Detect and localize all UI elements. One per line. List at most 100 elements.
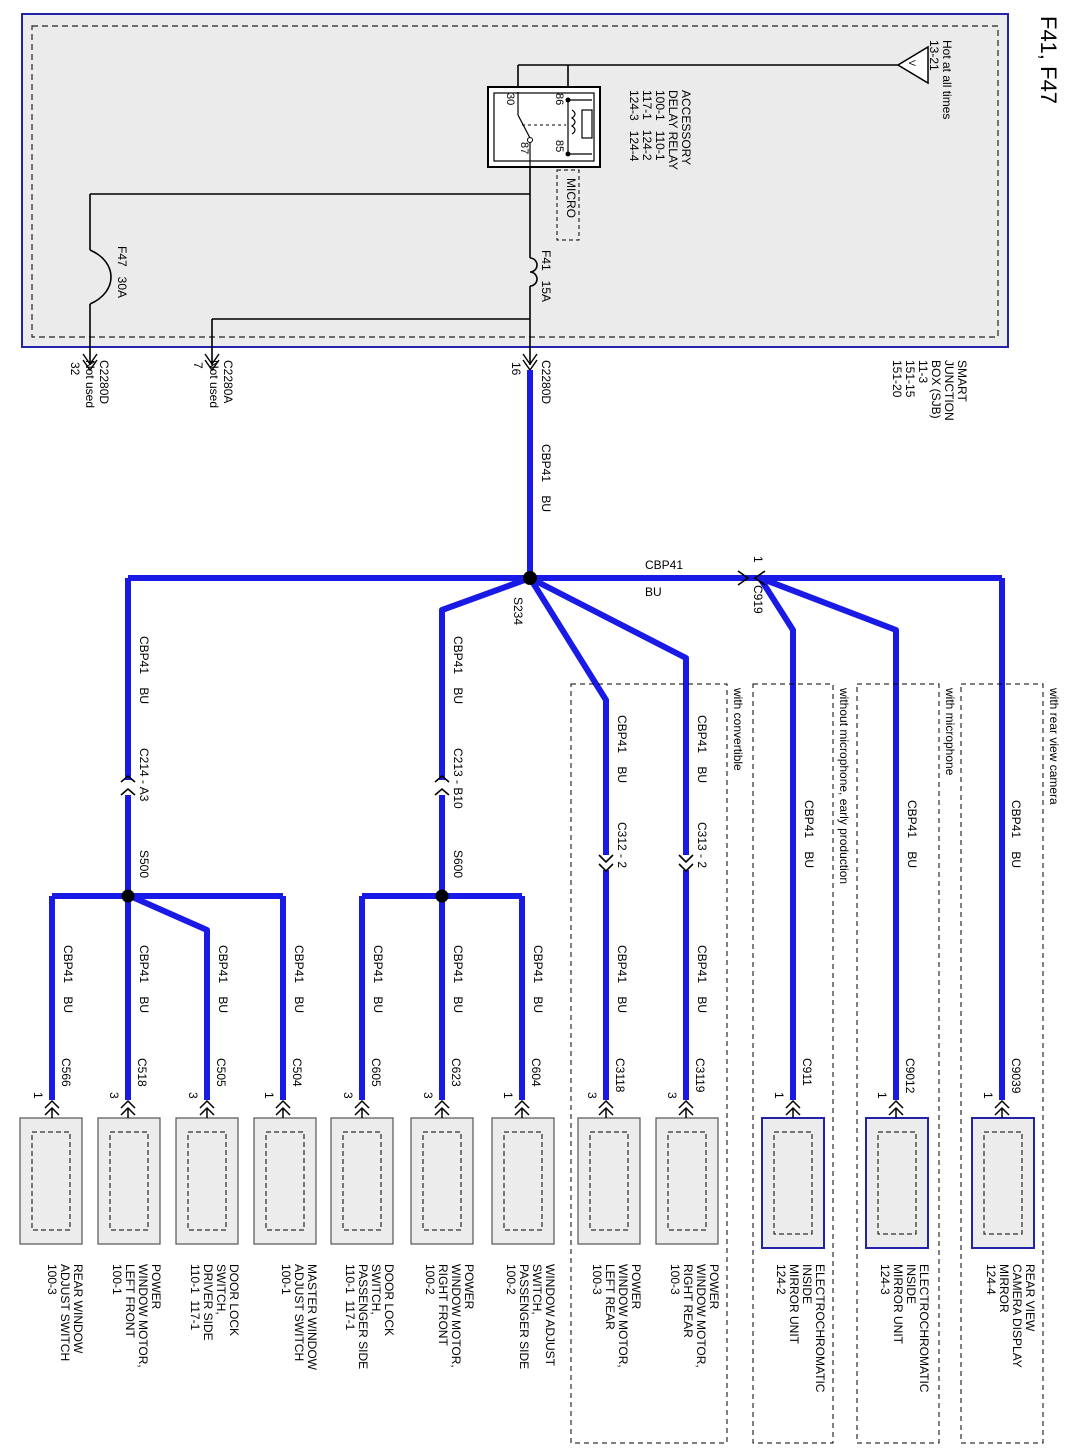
connector-name-c3119: C3119: [693, 1058, 707, 1093]
splice-s600-label: S600: [451, 850, 465, 879]
sjb-inner-dashed: [31, 25, 999, 338]
connector-arrow: [678, 1099, 694, 1109]
component-inner-outline: [265, 1131, 305, 1231]
component-inner-outline: [503, 1131, 543, 1231]
c919-name: C919: [751, 585, 765, 614]
connector-arrow: [434, 1099, 450, 1109]
component-c3119: [655, 1099, 719, 1245]
wire-label: CBP41 BU: [531, 945, 545, 1014]
connector-pin-c505: 3: [186, 1092, 200, 1099]
sjb-internal-wiring: [89, 64, 898, 365]
c919-wire-color: BU: [645, 585, 662, 599]
component-box: [761, 1117, 825, 1249]
component-box: [253, 1117, 317, 1245]
connector-pin-c504: 1: [262, 1092, 276, 1099]
component-inner-outline: [187, 1131, 227, 1231]
component-box: [971, 1117, 1035, 1249]
connector-arrow: [514, 1099, 530, 1109]
splice-s234: [523, 571, 537, 585]
sjb-connector-arrows: [82, 353, 538, 372]
wire-label: CBP41 BU: [615, 945, 629, 1014]
component-c505: [175, 1099, 239, 1245]
hot-symbol-letter: V: [907, 60, 917, 67]
component-label-c604: WINDOW ADJUST SWITCH, PASSENGER SIDE 100…: [504, 1264, 557, 1370]
wire-label: CBP41 BU: [61, 945, 75, 1014]
component-layer: [19, 1099, 1035, 1249]
component-c504: [253, 1099, 317, 1245]
connector-name-c9012: C9012: [903, 1058, 917, 1094]
relay-pin-85: 85: [553, 140, 565, 153]
fuse-f41-label: F41 15A: [539, 250, 553, 303]
splice-s234-label: S234: [511, 597, 525, 626]
component-c3118: [577, 1099, 641, 1245]
component-inner-outline: [589, 1131, 629, 1231]
connector-c2280d-pin: 16: [509, 362, 523, 376]
connector-name-c505: C505: [214, 1058, 228, 1087]
wire-label: CBP41 BU: [216, 945, 230, 1014]
wire-label: CBP41 BU: [451, 945, 465, 1014]
relay-pin-86: 86: [553, 93, 565, 106]
component-inner-outline: [983, 1131, 1023, 1235]
component-box: [865, 1117, 929, 1249]
c919-connector: [737, 570, 766, 586]
connector-name-c623: C623: [449, 1058, 463, 1087]
connector-arrow: [598, 1099, 614, 1109]
wire-label: CBP41 BU: [695, 945, 709, 1014]
connector-name-c605: C605: [369, 1058, 383, 1087]
relay-label: ACCESSORY DELAY RELAY 100-1 110-1 117-1 …: [627, 90, 693, 171]
component-inner-outline: [31, 1131, 71, 1231]
c213-label: C213 - B10: [451, 748, 465, 809]
component-label-c3119: POWER WINDOW MOTOR, RIGHT REAR 100-3: [668, 1264, 721, 1368]
connector-pin-c604: 1: [501, 1092, 515, 1099]
connector-pin-c518: 3: [107, 1092, 121, 1099]
connector-arrow: [44, 1099, 60, 1109]
micro-label: MICRO: [564, 178, 578, 218]
inline-connectors: [120, 774, 694, 873]
connector-name-c566: C566: [59, 1058, 73, 1087]
component-box: [175, 1117, 239, 1245]
sjb-label: SMART JUNCTION BOX (SJB) 11-3 151-15 151…: [890, 360, 969, 421]
component-label-c605: DOOR LOCK SWITCH, PASSENGER SIDE 110-1 1…: [343, 1264, 396, 1370]
component-c9039: [971, 1099, 1035, 1249]
connector-arrow: [199, 1099, 215, 1109]
component-label-c518: POWER WINDOW MOTOR, LEFT FRONT 100-1: [110, 1264, 163, 1368]
wire-label: CBP41 BU: [695, 715, 709, 784]
connector-arrow: [120, 1099, 136, 1109]
splice-s500: [121, 889, 135, 903]
wire-label: CBP41 BU: [292, 945, 306, 1014]
component-inner-outline: [342, 1131, 382, 1231]
component-label-c504: MASTER WINDOW ADJUST SWITCH 100-1: [279, 1264, 319, 1370]
wire-label: CBP41 BU: [615, 715, 629, 784]
component-c566: [19, 1099, 83, 1245]
connector-name-c3118: C3118: [613, 1058, 627, 1093]
option-label-no-microphone: without microphone, early production: [837, 688, 851, 885]
connector-name-c911: C911: [800, 1058, 814, 1086]
c312-label: C312 - 2: [615, 822, 629, 869]
fuse-f47-label: F47 30A: [115, 246, 129, 299]
component-label-c911: ELECTROCHROMATIC INSIDE MIRROR UNIT 124-…: [774, 1264, 827, 1393]
wire-label: CBP41 BU: [451, 636, 465, 705]
connector-arrow: [354, 1099, 370, 1109]
component-inner-outline: [773, 1131, 813, 1235]
component-inner-outline: [422, 1131, 462, 1231]
wire-label: CBP41 BU: [1009, 800, 1023, 869]
main-wire-label: CBP41 BU: [539, 444, 553, 513]
component-c623: [410, 1099, 474, 1245]
connector-arrow: [785, 1099, 801, 1109]
option-label-camera: with rear view camera: [1047, 688, 1061, 805]
connector-arrow: [888, 1099, 904, 1109]
sjb-box: [21, 13, 1009, 348]
accessory-delay-relay: [487, 86, 601, 168]
connector-c2280d32-pin: 32: [68, 362, 82, 376]
component-inner-outline: [667, 1131, 707, 1231]
component-c605: [330, 1099, 394, 1245]
component-label-c623: POWER WINDOW MOTOR, RIGHT FRONT 100-2: [423, 1264, 476, 1368]
connector-pin-c605: 3: [341, 1092, 355, 1099]
wire-label: CBP41 BU: [137, 636, 151, 705]
splice-s500-label: S500: [137, 850, 151, 879]
component-box: [655, 1117, 719, 1245]
connector-pin-c911: 1: [772, 1092, 786, 1099]
component-label-c9039: REAR VIEW CAMERA DISPLAY MIRROR 124-4: [984, 1264, 1037, 1368]
